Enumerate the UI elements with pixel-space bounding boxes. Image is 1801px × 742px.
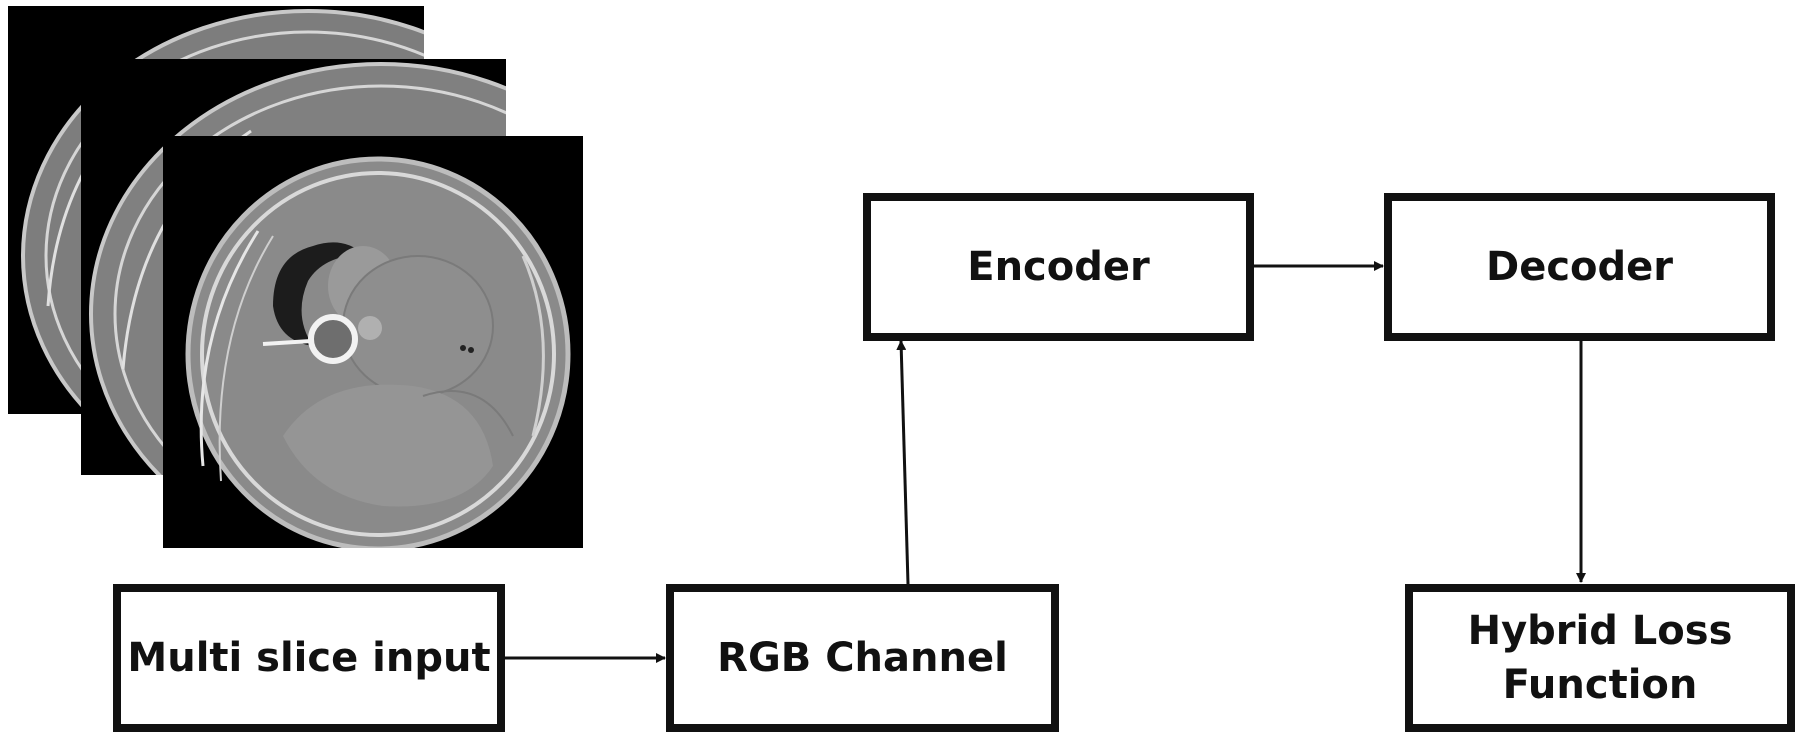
encoder-box: Encoder [863,193,1254,341]
multi-slice-input-label: Multi slice input [127,635,491,681]
decoder-label: Decoder [1485,244,1673,290]
rgb-channel-label: RGB Channel [717,635,1008,681]
hybrid-loss-function-box: Hybrid Loss Function [1405,584,1795,732]
encoder-label: Encoder [967,244,1150,290]
rgb-channel-box: RGB Channel [666,584,1059,732]
hybrid-loss-label-line2: Function [1502,662,1698,708]
arrow-rgb-to-encoder [896,340,910,585]
ct-slice-front [163,136,583,548]
decoder-box: Decoder [1384,193,1775,341]
hybrid-loss-label-line1: Hybrid Loss [1467,608,1733,654]
multi-slice-input-box: Multi slice input [113,584,505,732]
